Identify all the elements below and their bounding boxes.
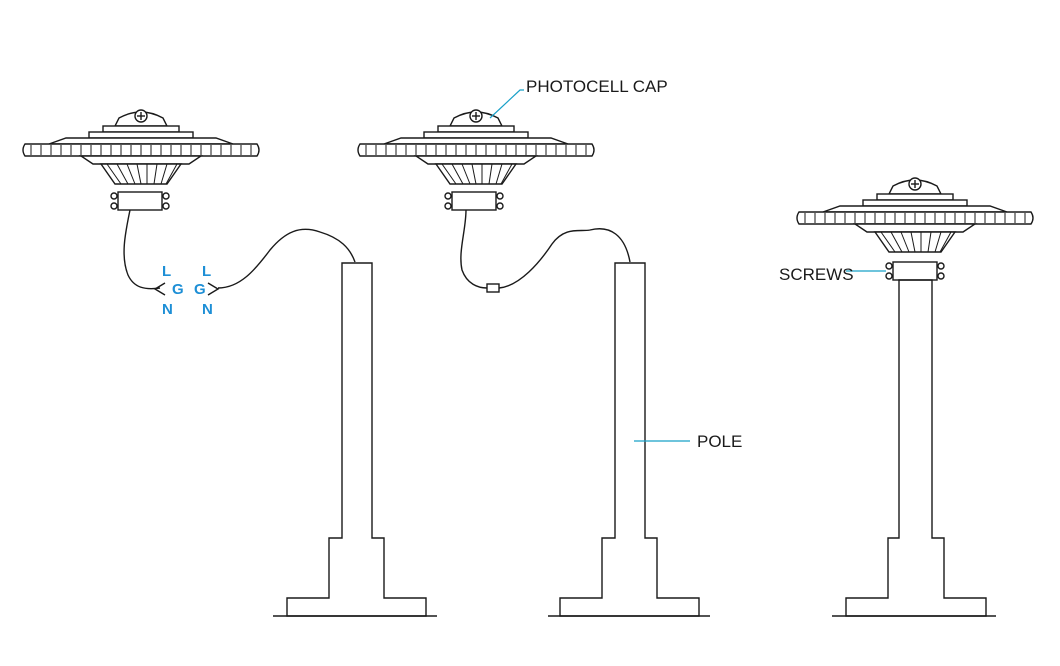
photocell-leader [489, 89, 524, 119]
pole-2 [559, 262, 700, 617]
step-1-wire-right [217, 228, 356, 289]
wire-label-left-g: G [172, 281, 184, 298]
label-pole: POLE [697, 432, 742, 451]
label-screws: SCREWS [779, 265, 854, 284]
step-1-luminaire [22, 109, 260, 211]
wire-label-right-g: G [194, 281, 206, 298]
wire-label-right-l: L [202, 263, 211, 280]
pole-3 [845, 279, 987, 617]
wire-label-left-l: L [162, 263, 171, 280]
wire-connector [486, 283, 500, 293]
step-1-wire-left [123, 209, 161, 290]
step-2-luminaire [357, 109, 595, 211]
wire-label-right-n: N [202, 301, 213, 318]
right-arrow-glyph [207, 282, 220, 296]
label-photocell-cap: PHOTOCELL CAP [526, 77, 668, 96]
pole-1 [286, 262, 427, 617]
step-2-wire-left [460, 209, 488, 289]
left-arrow-glyph [153, 282, 166, 296]
step-2-wire-right [498, 228, 631, 289]
wire-label-left-n: N [162, 301, 173, 318]
